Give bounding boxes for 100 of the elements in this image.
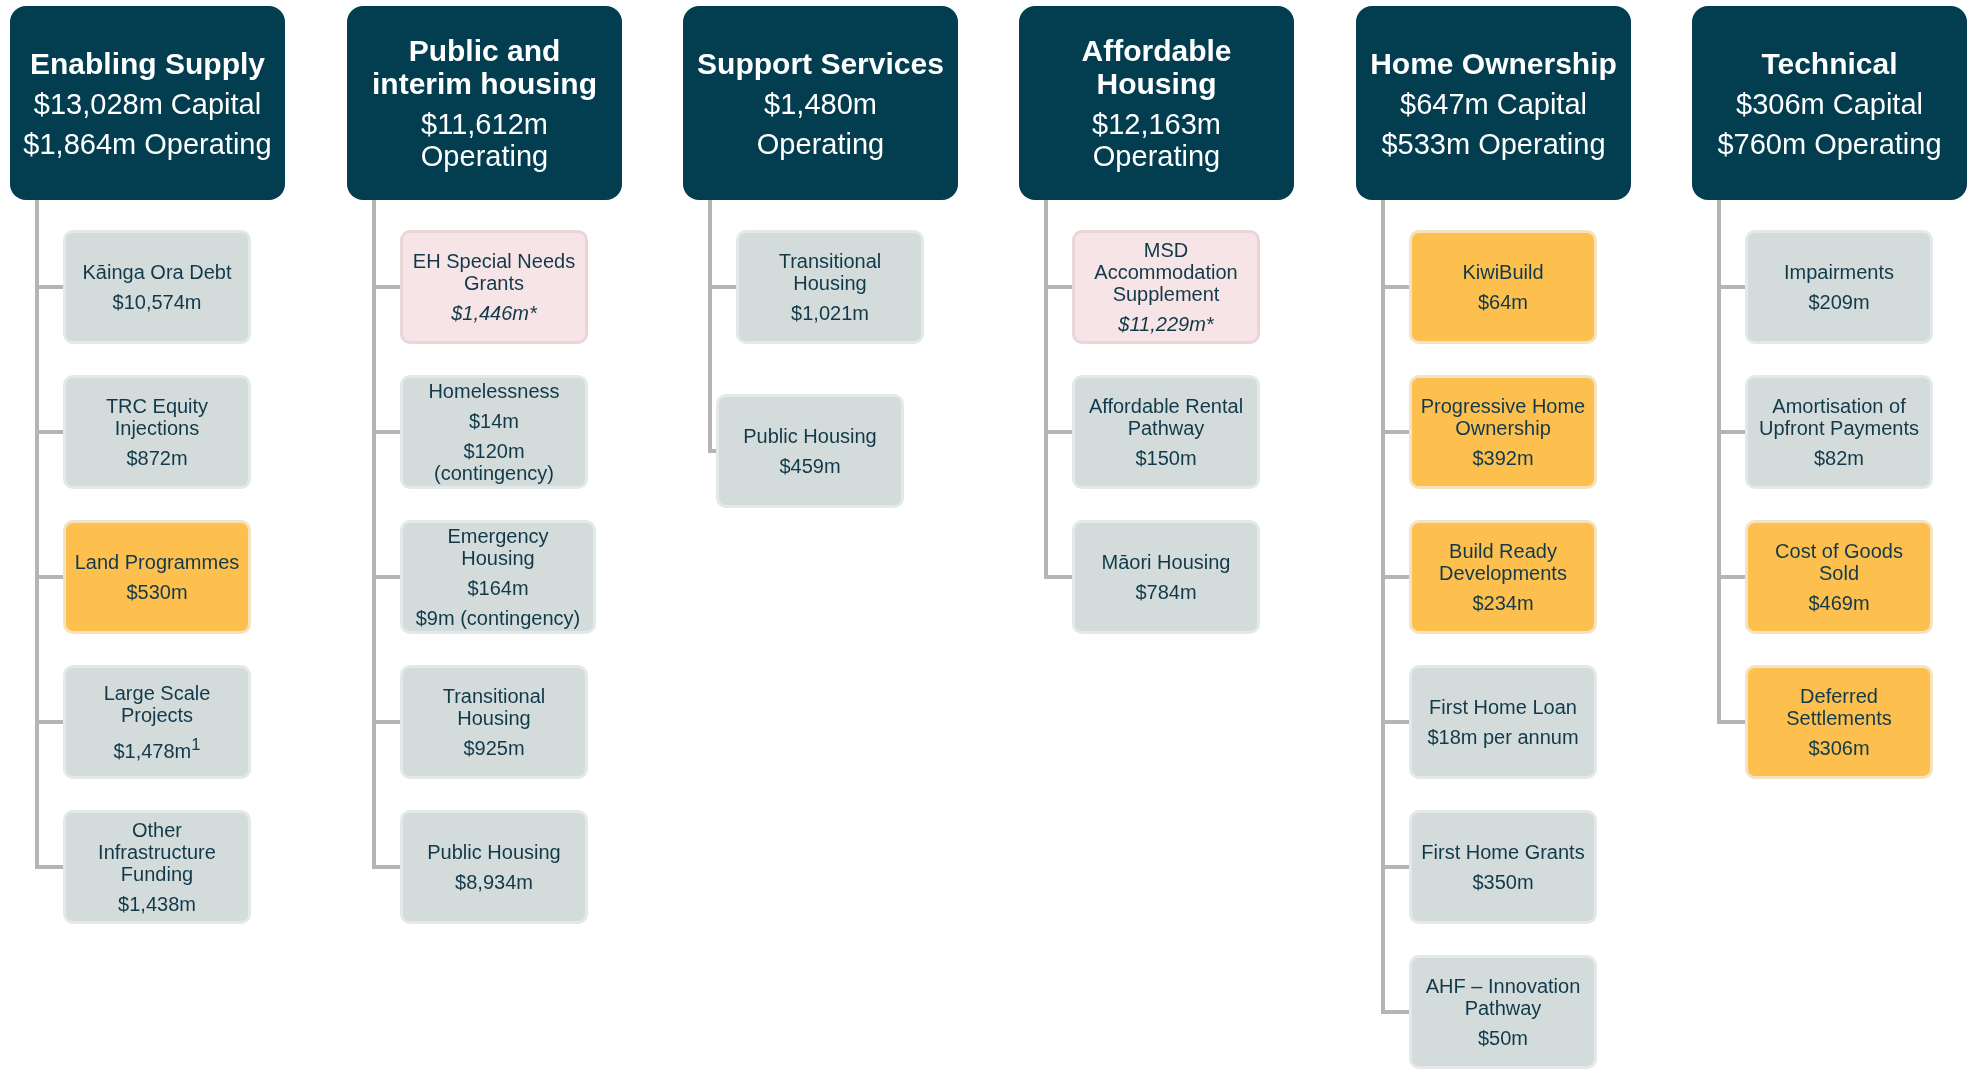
category-title: Home Ownership	[1370, 46, 1617, 80]
amount-text: $1,480m	[764, 87, 877, 120]
amount-text: $306m	[1808, 737, 1870, 759]
item-name: First Home Loan	[1429, 696, 1577, 718]
amount-text: $50m	[1478, 1027, 1528, 1049]
amount-text: $82m	[1814, 447, 1864, 469]
connector-line	[1044, 200, 1072, 579]
funding-item-box	[1409, 520, 1597, 634]
item-name: Land Programmes	[74, 551, 240, 573]
item-name: TRC Equity Injections	[104, 395, 210, 439]
item-name: Impairments	[1784, 261, 1894, 283]
amount-text: $459m	[779, 455, 841, 477]
amount-text: $11,612m Operating	[419, 108, 550, 172]
amount-text: $784m	[1135, 581, 1197, 603]
item-name: Kāinga Ora Debt	[82, 261, 232, 283]
amount-text: $1,438m	[118, 893, 196, 915]
amount-text: $209m	[1808, 291, 1870, 313]
funding-item-box	[1409, 230, 1597, 344]
item-name: Public Housing	[427, 841, 561, 863]
amount-text: $150m	[1135, 447, 1197, 469]
amount-text: $8,934m	[455, 871, 533, 893]
category-header	[1019, 6, 1294, 200]
amount-text: $1,021m	[791, 302, 869, 324]
connector-line	[1717, 200, 1745, 724]
amount-text: $12,163m Operating	[1091, 108, 1222, 172]
funding-item-box	[400, 810, 588, 924]
item-name: Transitional Housing	[441, 685, 547, 729]
funding-item-box	[1745, 665, 1933, 779]
funding-item-box	[1409, 810, 1597, 924]
amount-text: $164m	[467, 577, 529, 599]
funding-item-box	[400, 375, 588, 489]
amount-text: $925m	[463, 737, 525, 759]
amount-text: $13,028m Capital	[33, 87, 262, 120]
amount-text: $647m Capital	[1400, 87, 1587, 120]
item-name: Progressive Home Ownership	[1420, 395, 1586, 439]
amount-text: $872m	[126, 447, 188, 469]
funding-item-box	[63, 230, 251, 344]
amount-text: $350m	[1472, 871, 1534, 893]
amount-text: $234m	[1472, 592, 1534, 614]
amount-text: $392m	[1472, 447, 1534, 469]
category-title: Affordable Housing	[1080, 34, 1233, 100]
amount-text: $1,446m*	[451, 302, 537, 324]
funding-item-box	[400, 520, 596, 634]
category-header	[347, 6, 622, 200]
item-name: Cost of Goods Sold	[1774, 540, 1904, 584]
item-name: Emergency Housing	[446, 525, 550, 569]
item-name: Transitional Housing	[777, 250, 883, 294]
funding-item-box	[1072, 375, 1260, 489]
amount-text: $306m Capital	[1736, 87, 1923, 120]
funding-item-box	[716, 394, 904, 508]
amount-text: Operating	[756, 127, 885, 160]
funding-item-box	[1745, 375, 1933, 489]
amount-text: $530m	[126, 581, 188, 603]
item-name: Large Scale Projects	[102, 682, 212, 727]
item-name: MSD Accommodation Supplement	[1093, 239, 1239, 305]
amount-text: $533m Operating	[1381, 127, 1606, 160]
amount-text: $469m	[1808, 592, 1870, 614]
amount-text: $11,229m*	[1118, 313, 1214, 335]
category-title: Technical	[1761, 46, 1898, 80]
funding-item-box	[1409, 665, 1597, 779]
category-title: Public and interim housing	[371, 34, 598, 100]
funding-item-box	[63, 375, 251, 489]
funding-item-box	[400, 665, 588, 779]
category-title: Support Services	[697, 46, 944, 80]
amount-text: $1,864m Operating	[23, 127, 272, 160]
connector-line	[708, 200, 716, 453]
item-name: Deferred Settlements	[1785, 685, 1893, 729]
funding-item-box	[1745, 520, 1933, 634]
category-header	[1356, 6, 1631, 200]
item-name: Public Housing	[743, 425, 877, 447]
category-header	[683, 6, 958, 200]
item-name: First Home Grants	[1421, 841, 1585, 863]
funding-item-box	[63, 665, 251, 779]
funding-item-box	[736, 230, 924, 344]
item-name: KiwiBuild	[1462, 261, 1544, 283]
funding-item-box	[1409, 375, 1597, 489]
amount-text: $18m per annum	[1427, 726, 1579, 748]
funding-item-box	[1745, 230, 1933, 344]
amount-text: $9m (contingency)	[415, 607, 581, 629]
amount-text: $760m Operating	[1717, 127, 1942, 160]
funding-item-box	[1409, 955, 1597, 1069]
funding-item-box	[63, 810, 251, 924]
item-name: AHF – Innovation Pathway	[1424, 975, 1582, 1019]
amount-text: $64m	[1478, 291, 1528, 313]
amount-text: $120m (contingency)	[432, 440, 556, 484]
funding-item-box	[400, 230, 588, 344]
item-name: Build Ready Developments	[1438, 540, 1568, 584]
funding-item-box	[1072, 230, 1260, 344]
item-name: Homelessness	[428, 380, 560, 402]
amount-text: $1,478m$^{1}$	[113, 734, 201, 762]
item-name: Affordable Rental Pathway	[1087, 395, 1245, 439]
item-name: Māori Housing	[1101, 551, 1231, 573]
funding-item-box	[1072, 520, 1260, 634]
category-header	[10, 6, 285, 200]
item-name: Amortisation of Upfront Payments	[1757, 395, 1921, 439]
item-name: Other Infrastructure Funding	[97, 819, 217, 885]
category-header	[1692, 6, 1967, 200]
category-title: Enabling Supply	[30, 46, 265, 80]
item-name: EH Special Needs Grants	[411, 250, 577, 294]
amount-text: $14m	[469, 410, 519, 432]
